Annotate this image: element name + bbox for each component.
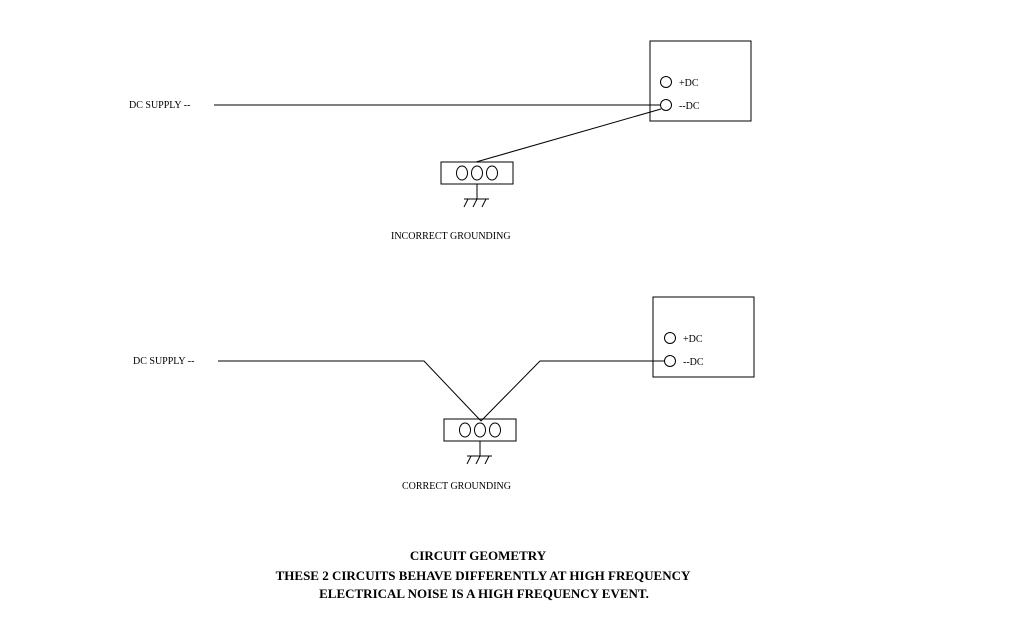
ground-bus-bar xyxy=(440,161,514,185)
bus-lug-icon xyxy=(489,422,501,438)
supply-label: DC SUPPLY -- xyxy=(129,100,190,111)
grounding-caption: CORRECT GROUNDING xyxy=(402,481,511,492)
bus-lug-icon xyxy=(459,422,471,438)
footer-notes: CIRCUIT GEOMETRY THESE 2 CIRCUITS BEHAVE… xyxy=(276,548,691,601)
minus-terminal-icon xyxy=(664,355,676,367)
power-box xyxy=(652,296,755,378)
bus-lug-icon xyxy=(471,165,483,181)
ground-bus-bar xyxy=(443,418,517,442)
plus-terminal-icon xyxy=(664,332,676,344)
bus-bar-outline xyxy=(443,418,517,442)
power-box xyxy=(649,40,752,122)
circuit-correct: DC SUPPLY -- +DC --DC CORRECT GROUNDING xyxy=(133,296,755,492)
terminal-minus-label: --DC xyxy=(683,357,704,368)
ground-wire xyxy=(475,108,662,163)
grounding-caption: INCORRECT GROUNDING xyxy=(391,231,511,242)
earth-ground-icon xyxy=(463,184,489,208)
terminal-plus-label: +DC xyxy=(683,334,703,345)
bus-lug-icon xyxy=(474,422,486,438)
supply-wire xyxy=(218,360,482,422)
footer-line: ELECTRICAL NOISE IS A HIGH FREQUENCY EVE… xyxy=(319,586,649,601)
bus-lug-icon xyxy=(456,165,468,181)
footer-line: THESE 2 CIRCUITS BEHAVE DIFFERENTLY AT H… xyxy=(276,568,691,583)
bus-lug-icon xyxy=(486,165,498,181)
terminal-minus-label: --DC xyxy=(679,101,700,112)
terminal-plus-label: +DC xyxy=(679,78,699,89)
ground-wire xyxy=(480,360,664,422)
circuit-incorrect: DC SUPPLY -- +DC --DC INCORRECT GROUNDIN… xyxy=(129,40,752,242)
supply-label: DC SUPPLY -- xyxy=(133,356,194,367)
bus-bar-outline xyxy=(440,161,514,185)
plus-terminal-icon xyxy=(660,76,672,88)
earth-ground-icon xyxy=(466,441,492,465)
footer-title: CIRCUIT GEOMETRY xyxy=(410,548,547,563)
minus-terminal-icon xyxy=(660,99,672,111)
